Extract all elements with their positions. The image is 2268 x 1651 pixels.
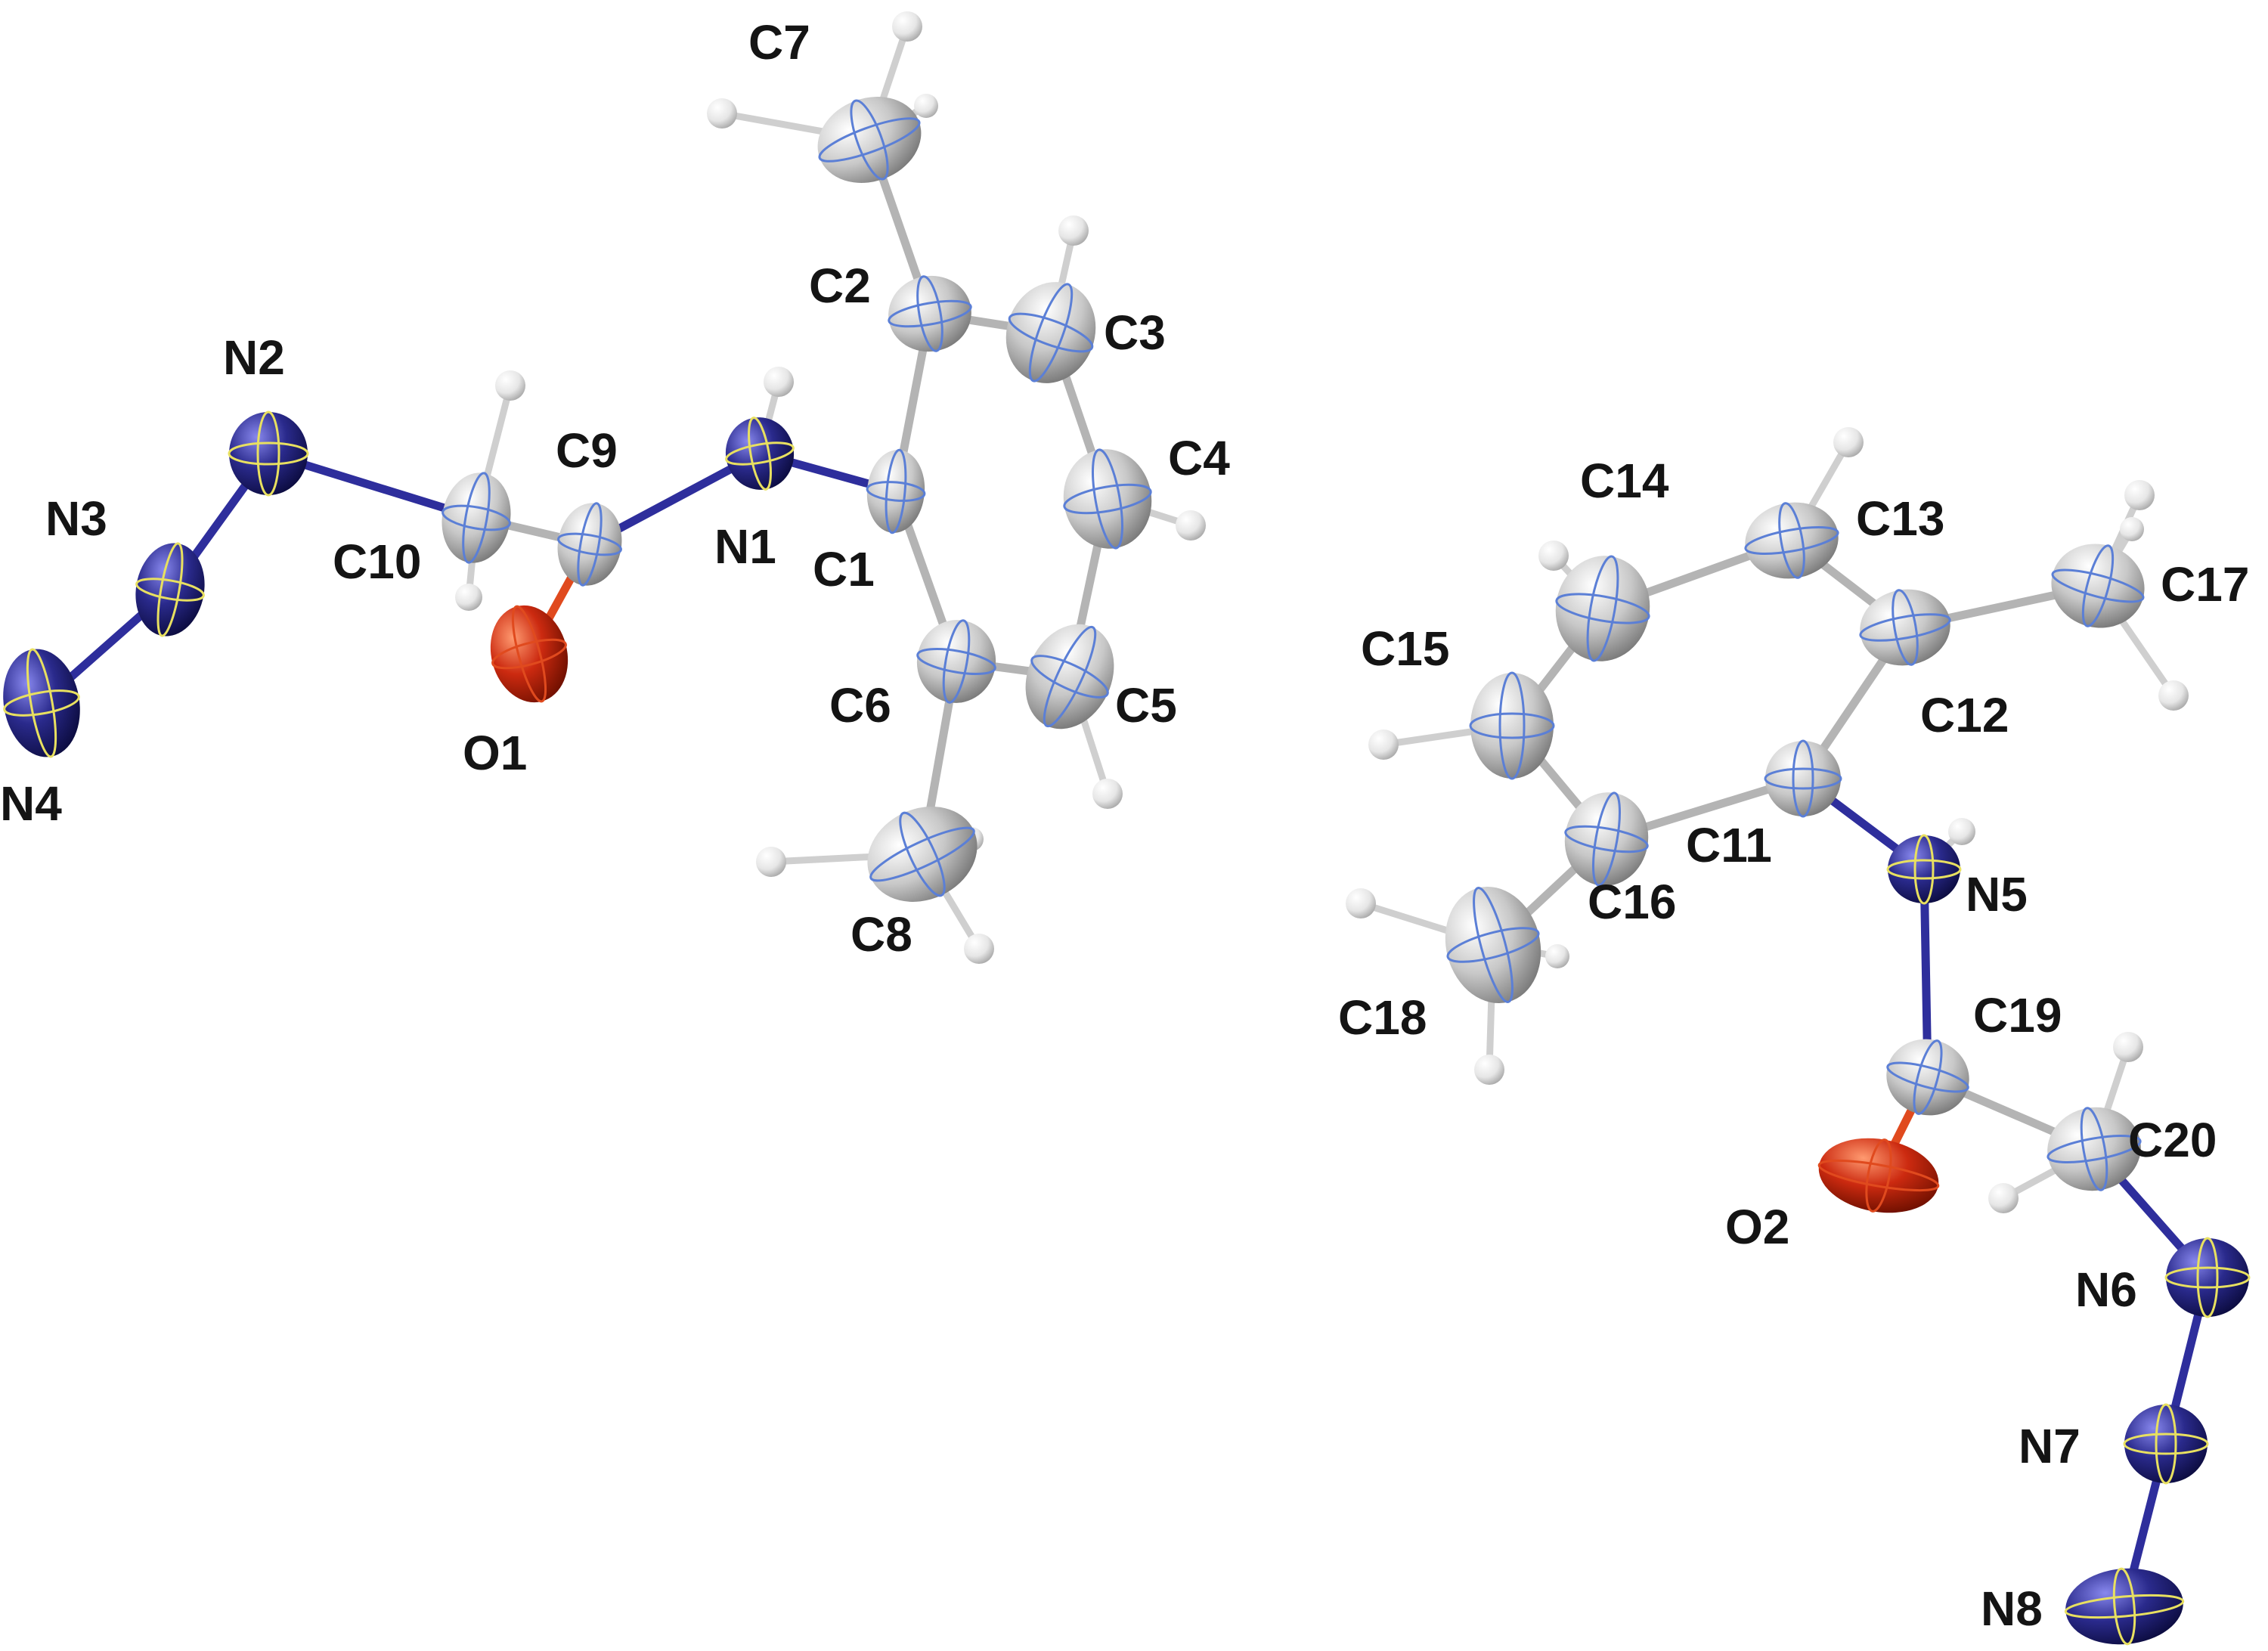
atom-c5 xyxy=(1025,624,1114,729)
label-c5: C5 xyxy=(1115,678,1177,733)
atom-c9 xyxy=(557,502,622,587)
atom-c13 xyxy=(1744,502,1839,579)
label-n7: N7 xyxy=(2019,1419,2081,1473)
atom-c19 xyxy=(1886,1039,1969,1116)
label-n1: N1 xyxy=(714,519,776,574)
hydrogen-atom xyxy=(892,11,922,42)
hydrogen-atom xyxy=(2124,480,2155,510)
label-o2: O2 xyxy=(1725,1200,1789,1254)
hydrogen-atom xyxy=(1988,1183,2019,1213)
label-o1: O1 xyxy=(463,726,527,780)
atom-c8 xyxy=(867,807,978,902)
atom-c16 xyxy=(1564,791,1649,887)
hydrogen-atom xyxy=(1092,779,1123,809)
atom-c14 xyxy=(1555,555,1650,662)
atom-c11 xyxy=(1764,739,1842,818)
hydrogen-atom xyxy=(2113,1032,2143,1062)
hydrogen-atom xyxy=(1538,541,1569,571)
atom-c1 xyxy=(866,448,926,534)
label-n4: N4 xyxy=(0,776,62,831)
hydrogen-atom xyxy=(1058,215,1089,246)
atom-c3 xyxy=(1005,282,1096,383)
label-n5: N5 xyxy=(1966,867,2028,922)
atom-c17 xyxy=(2051,544,2145,628)
hydrogen-atom xyxy=(764,367,794,397)
atom-n3 xyxy=(135,542,205,637)
hydrogen-atom xyxy=(1948,818,1975,845)
hydrogen-atom xyxy=(1545,944,1569,968)
label-c13: C13 xyxy=(1856,491,1944,546)
label-c15: C15 xyxy=(1361,621,1449,676)
molecule-1-atoms xyxy=(3,97,1152,902)
atom-c20 xyxy=(2046,1107,2142,1191)
atom-n8 xyxy=(2064,1567,2185,1646)
label-c17: C17 xyxy=(2161,557,2249,612)
atom-n4 xyxy=(3,648,80,758)
hydrogen-atom xyxy=(495,370,525,401)
label-c20: C20 xyxy=(2128,1113,2217,1167)
label-c3: C3 xyxy=(1104,305,1166,360)
label-c16: C16 xyxy=(1588,875,1676,929)
hydrogen-atom xyxy=(2120,517,2144,541)
atom-c4 xyxy=(1063,448,1152,550)
hydrogen-atom xyxy=(1368,729,1399,760)
atom-c7 xyxy=(817,97,922,183)
atom-n1 xyxy=(725,417,795,491)
hydrogen-atom xyxy=(707,98,737,129)
hydrogen-atom xyxy=(756,847,786,877)
atom-o1 xyxy=(490,605,569,703)
label-c8: C8 xyxy=(850,907,912,962)
atom-c6 xyxy=(916,619,996,704)
hydrogen-atom xyxy=(1346,888,1376,918)
hydrogen-atoms xyxy=(455,11,2189,1213)
atom-c10 xyxy=(442,472,511,564)
atom-n7 xyxy=(2123,1403,2209,1485)
hydrogen-atom xyxy=(2158,680,2189,711)
label-c10: C10 xyxy=(333,534,421,589)
label-c14: C14 xyxy=(1580,454,1669,508)
hydrogen-atom xyxy=(914,94,938,118)
hydrogen-atom xyxy=(964,934,994,964)
atom-c2 xyxy=(888,275,972,352)
hydrogen-atom xyxy=(1176,510,1206,541)
label-n6: N6 xyxy=(2075,1262,2137,1317)
label-c2: C2 xyxy=(809,259,871,313)
label-c4: C4 xyxy=(1168,431,1230,485)
label-n8: N8 xyxy=(1981,1581,2043,1636)
label-c1: C1 xyxy=(813,542,875,596)
label-c11: C11 xyxy=(1686,818,1772,872)
atom-o2 xyxy=(1817,1138,1940,1213)
molecule-2-atoms xyxy=(1445,502,2251,1646)
label-c18: C18 xyxy=(1338,990,1427,1045)
hydrogen-atom xyxy=(1833,427,1864,457)
atom-n5 xyxy=(1886,834,1962,905)
atom-n2 xyxy=(228,410,309,497)
label-c7: C7 xyxy=(748,15,810,70)
atom-c12 xyxy=(1859,589,1951,666)
label-c9: C9 xyxy=(556,423,618,478)
label-n3: N3 xyxy=(45,491,107,546)
hydrogen-atom xyxy=(455,584,482,611)
label-c6: C6 xyxy=(829,678,891,733)
molecule-1-bonds xyxy=(37,23,1194,952)
atom-c18 xyxy=(1445,886,1541,1004)
label-c19: C19 xyxy=(1973,988,2062,1042)
atom-labels: C7 C2 C3 C4 C5 C6 C1 C8 C9 C10 N1 N2 N3 … xyxy=(0,15,2249,1636)
label-n2: N2 xyxy=(223,330,285,385)
hydrogen-atom xyxy=(1474,1055,1504,1085)
label-c12: C12 xyxy=(1920,688,2009,742)
atom-n6 xyxy=(2164,1237,2251,1318)
atom-c15 xyxy=(1469,671,1555,780)
